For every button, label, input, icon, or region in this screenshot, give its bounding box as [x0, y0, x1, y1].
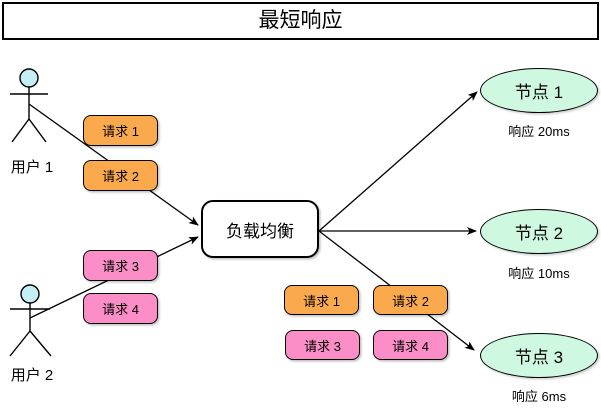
- request-4-box: 请求 4: [83, 293, 158, 324]
- dispatched-request-1-box: 请求 1: [284, 285, 359, 315]
- arrow-lb-to-node1: [318, 91, 478, 232]
- node3-ellipse: 节点 3: [480, 333, 598, 378]
- request-2-box: 请求 2: [83, 160, 158, 191]
- request-3-box: 请求 3: [83, 250, 158, 281]
- load-balancer-box: 负载均衡: [201, 200, 319, 258]
- dispatched-request-4-box: 请求 4: [373, 330, 448, 360]
- node3-response-label: 响应 6ms: [511, 389, 567, 404]
- dispatched-request-2-box: 请求 2: [373, 285, 448, 315]
- request-1-box: 请求 1: [83, 115, 158, 146]
- user2-head-icon: [20, 284, 40, 304]
- node1-ellipse: 节点 1: [480, 68, 598, 113]
- dispatched-request-3-box: 请求 3: [285, 330, 360, 360]
- user1-label: 用户 1: [10, 159, 54, 176]
- node2-response-label: 响应 10ms: [508, 266, 570, 281]
- user2-figure: [9, 284, 52, 357]
- diagram-title: 最短响应: [2, 2, 599, 40]
- user1-head-icon: [19, 68, 39, 88]
- user2-label: 用户 2: [10, 367, 54, 384]
- user1-figure: [10, 68, 48, 143]
- node1-response-label: 响应 20ms: [508, 124, 570, 139]
- node2-ellipse: 节点 2: [480, 209, 598, 254]
